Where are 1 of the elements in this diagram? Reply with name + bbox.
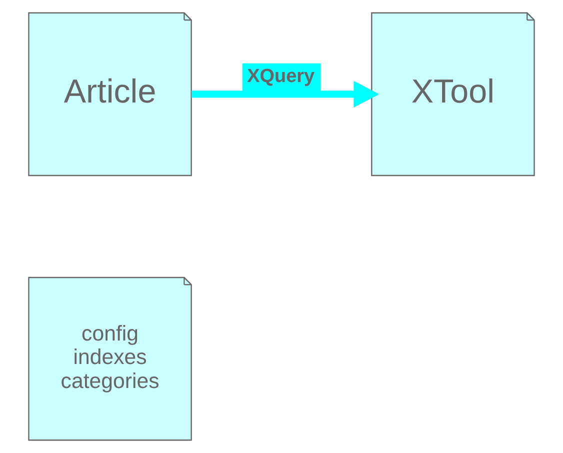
edge-label: XQuery <box>247 66 315 88</box>
